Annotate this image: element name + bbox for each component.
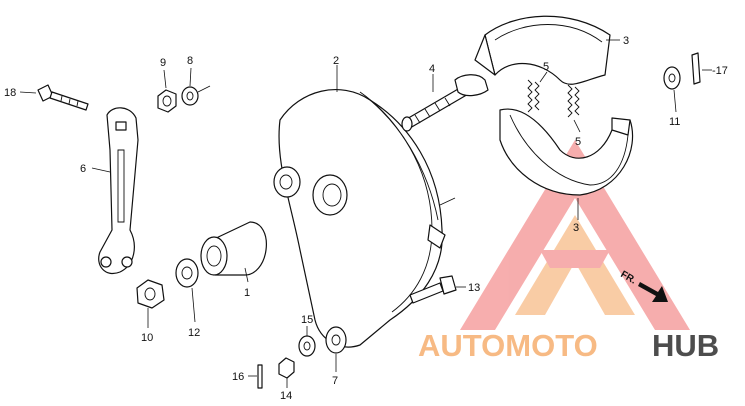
pin-part-17: [691, 52, 712, 85]
watermark-text: AUTOMOTO HUB: [418, 328, 719, 363]
callout-17: -17: [712, 65, 728, 77]
callout-12: 12: [188, 327, 200, 339]
nut-part-14: [278, 357, 295, 388]
callout-2: 2: [333, 55, 339, 67]
watermark-text-gray: HUB: [652, 328, 719, 363]
nut-part-10: [136, 279, 165, 328]
washer-part-15: [298, 326, 316, 357]
brake-cam-part-4: [401, 74, 489, 132]
callout-18: 18: [4, 87, 16, 99]
bolt-part-13: [409, 275, 466, 304]
callout-8: 8: [187, 55, 193, 67]
callout-16: 16: [232, 371, 244, 383]
callout-14: 14: [280, 390, 292, 402]
torque-arm-part-6: [91, 107, 139, 274]
watermark-logo: [460, 140, 690, 330]
callout-9: 9: [160, 57, 166, 69]
bolt-part-18: [19, 84, 89, 111]
cotter-pin-part-16: [248, 364, 263, 389]
callout-6: 6: [80, 163, 86, 175]
brake-shoe-lower-part-3: [499, 108, 634, 220]
callout-11: 11: [669, 116, 680, 128]
callout-5-upper: 5: [543, 61, 549, 73]
washer-part-8: [181, 67, 211, 106]
brake-shoe-upper-part-3: [474, 15, 620, 85]
brake-springs-part-5: [527, 71, 581, 133]
washer-part-12: [175, 258, 199, 323]
nut-part-9: [157, 69, 177, 113]
callout-labels: 1 2 3 3 4 5 5 6 7 8 9 10 11 12 13 14 15 …: [4, 35, 728, 402]
callout-13: 13: [468, 282, 480, 294]
callout-7: 7: [332, 375, 338, 387]
brake-panel-part-2: [273, 65, 456, 348]
callout-15: 15: [301, 314, 313, 326]
watermark-text-red: AUTOMOTO: [418, 328, 598, 363]
callout-10: 10: [141, 332, 153, 344]
callout-4: 4: [429, 63, 435, 75]
washer-part-11: [663, 66, 681, 113]
callout-1: 1: [244, 287, 250, 299]
callout-5-lower: 5: [575, 136, 581, 148]
callout-3-lower: 3: [573, 222, 579, 234]
collar-part-1: [200, 221, 267, 283]
washer-part-7: [325, 326, 347, 372]
callout-3-upper: 3: [623, 35, 629, 47]
